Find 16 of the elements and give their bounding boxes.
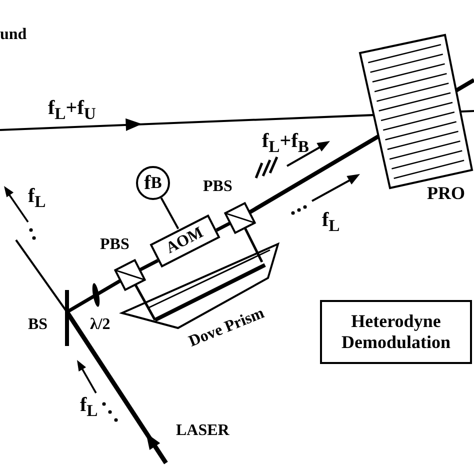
- process-box: Heterodyne Demodulation: [320, 300, 472, 364]
- frequency-label: f$_{L}$+f$_{U}$: [48, 98, 96, 123]
- component-label: BS: [28, 317, 48, 333]
- modulator-box: AOM: [150, 214, 220, 268]
- heading-fragment: und: [0, 27, 27, 43]
- component-label: LASER: [176, 423, 230, 439]
- frequency-label: f$_{L}$: [28, 186, 46, 211]
- connector-line: [160, 197, 180, 230]
- frequency-label: f$_{L}$: [80, 395, 98, 420]
- component-label: Dove Prism: [186, 306, 267, 350]
- component-label: PBS: [203, 179, 232, 195]
- frequency-label: f$_{L}$+f$_{B}$: [262, 131, 309, 156]
- component-label: λ/2: [90, 317, 110, 333]
- component-label: PRO: [427, 184, 465, 202]
- component-label: PBS: [100, 237, 130, 253]
- frequency-label: f$_{L}$: [322, 210, 340, 235]
